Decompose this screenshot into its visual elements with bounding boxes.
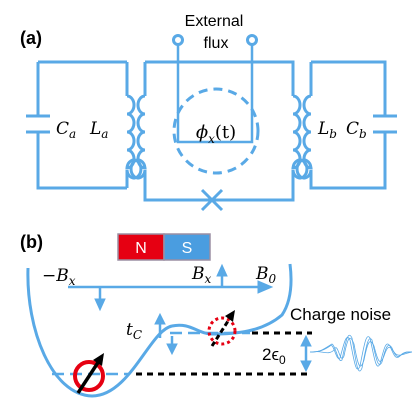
flux-circle	[172, 87, 260, 175]
inductor-b-coil	[295, 94, 313, 180]
magnet-south	[163, 233, 211, 261]
left-lc-circuit	[26, 60, 143, 190]
external-flux-line1: External	[185, 13, 244, 30]
lower-spin-marker	[73, 353, 105, 394]
minus-bx-label: −Bx	[42, 266, 76, 288]
detuning-arrow	[300, 334, 312, 373]
flux-terminal-right	[246, 34, 258, 46]
magnet-north-label: N	[135, 240, 147, 257]
right-lc-circuit	[295, 60, 397, 190]
tunnel-coupling-arrows	[154, 312, 178, 356]
flux-terminal-left	[172, 34, 184, 46]
capacitor-a-label: Ca	[56, 119, 76, 141]
upper-spin-marker	[207, 310, 237, 347]
magnet: N S	[117, 233, 211, 261]
magnet-south-label: S	[182, 240, 193, 257]
tunnel-label: tC	[126, 320, 142, 342]
inductor-a-label: La	[89, 119, 108, 141]
charge-noise-wave	[309, 334, 413, 372]
flux-label: ϕx(t)	[196, 122, 236, 146]
flux-leads	[172, 34, 258, 144]
external-flux-line2: flux	[204, 35, 229, 52]
field-arrows	[68, 263, 274, 312]
detuning-label: 2ϵ0	[262, 345, 286, 367]
center-squid-loop	[129, 60, 309, 212]
inductor-b-label: Lb	[317, 119, 337, 141]
panel-a-label: (a)	[20, 28, 42, 48]
capacitor-b-label: Cb	[346, 119, 367, 141]
inductor-a-coupled-coil	[129, 94, 147, 180]
bx-label: Bx	[191, 264, 212, 286]
panel-b-label: (b)	[20, 232, 43, 252]
b0-label: B0	[255, 264, 277, 286]
charge-noise-label: Charge noise	[290, 305, 391, 324]
